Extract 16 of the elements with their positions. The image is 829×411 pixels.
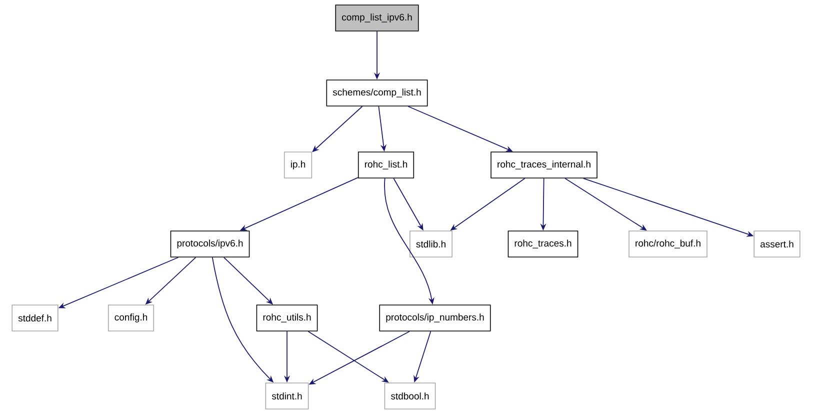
- file-box: protocols/ipv6.h: [170, 230, 250, 258]
- file-box: stdlib.h: [410, 230, 452, 258]
- file-box: rohc/rohc_buf.h: [628, 230, 708, 258]
- file-box: rohc_utils.h: [256, 304, 318, 332]
- file-box: stdint.h: [265, 382, 309, 410]
- file-box: assert.h: [754, 230, 800, 258]
- file-box: rohc_traces.h: [508, 230, 578, 258]
- file-box: comp_list_ipv6.h: [335, 4, 419, 32]
- file-box: stdbool.h: [384, 382, 436, 410]
- file-box: rohc_list.h: [358, 152, 414, 178]
- file-box: stddef.h: [12, 304, 58, 332]
- file-box: rohc_traces_internal.h: [490, 152, 598, 178]
- file-box: protocols/ip_numbers.h: [379, 304, 491, 332]
- file-box: ip.h: [284, 152, 312, 178]
- file-box: schemes/comp_list.h: [326, 80, 428, 106]
- file-box: config.h: [108, 304, 154, 332]
